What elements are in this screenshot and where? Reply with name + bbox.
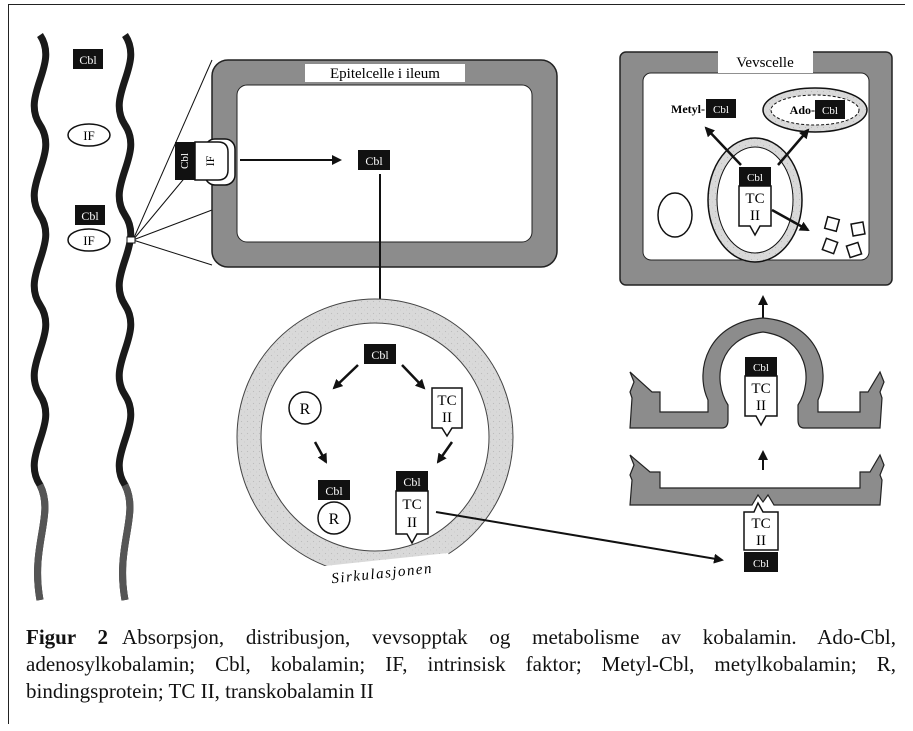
caption-text: Absorpsjon, distribusjon, vevsopptak og … xyxy=(26,625,896,703)
metyl-cbl: Metyl- Cbl xyxy=(671,99,736,118)
svg-text:Cbl: Cbl xyxy=(753,362,769,374)
svg-text:R: R xyxy=(329,511,340,528)
lumen-if: IF xyxy=(68,124,110,146)
cbl-r-complex: Cbl R xyxy=(318,480,350,534)
wall-site-marker xyxy=(127,237,135,243)
svg-text:TC: TC xyxy=(745,191,764,207)
circulation-cbl: Cbl xyxy=(364,344,396,364)
svg-text:II: II xyxy=(442,410,452,426)
svg-text:Cbl: Cbl xyxy=(79,53,97,67)
svg-text:Cbl: Cbl xyxy=(371,348,389,362)
intestinal-wall-right-tail xyxy=(123,485,130,600)
svg-text:IF: IF xyxy=(203,155,217,166)
svg-text:TC: TC xyxy=(437,393,456,409)
lumen-cbl-if-complex: Cbl IF xyxy=(68,205,110,251)
cell-cbl: Cbl xyxy=(358,150,390,170)
svg-text:Cbl: Cbl xyxy=(747,172,763,184)
incoming-tc-ii-complex: TC II Cbl xyxy=(744,503,778,572)
svg-text:Ado-: Ado- xyxy=(790,103,815,117)
svg-text:TC: TC xyxy=(402,497,421,513)
figure-number: Figur 2 xyxy=(26,625,108,649)
cell-membrane-lower xyxy=(630,455,884,505)
lumen-cbl: Cbl xyxy=(73,49,103,69)
svg-text:IF: IF xyxy=(83,233,95,248)
svg-text:Metyl-: Metyl- xyxy=(671,102,705,116)
svg-text:IF: IF xyxy=(83,128,95,143)
ado-cbl: Ado- Cbl xyxy=(790,100,845,119)
arrow-to-tissue xyxy=(436,512,722,560)
svg-text:II: II xyxy=(407,515,417,531)
r-protein: R xyxy=(289,392,321,424)
svg-text:II: II xyxy=(756,533,766,549)
mitochondrion: Ado- Cbl xyxy=(763,88,867,132)
svg-text:Cbl: Cbl xyxy=(713,104,729,116)
svg-text:II: II xyxy=(756,398,766,414)
svg-text:Cbl: Cbl xyxy=(365,154,383,168)
svg-text:Cbl: Cbl xyxy=(81,209,99,223)
svg-text:Cbl: Cbl xyxy=(753,558,769,570)
circulation xyxy=(237,299,513,575)
svg-text:Cbl: Cbl xyxy=(403,475,421,489)
svg-text:Cbl: Cbl xyxy=(325,484,343,498)
svg-text:TC: TC xyxy=(751,381,770,397)
epithelial-cell-label: Epitelcelle i ileum xyxy=(330,66,440,82)
endosome: Cbl TC II xyxy=(708,138,802,262)
cell-membrane-upper: Cbl TC II xyxy=(630,318,884,428)
svg-text:II: II xyxy=(750,208,760,224)
intestinal-wall-left-tail xyxy=(38,485,45,600)
intestinal-wall xyxy=(34,35,131,600)
membrane-receptor-complex: Cbl IF xyxy=(175,139,235,185)
cobalamin-diagram: Cbl IF Cbl IF Epitelcelle i ileum Cbl IF… xyxy=(0,0,913,620)
svg-text:Cbl: Cbl xyxy=(822,105,838,117)
tissue-cell-label: Vevscelle xyxy=(736,55,794,71)
cbl-tc-ii-complex: Cbl TC II xyxy=(396,471,428,543)
svg-text:R: R xyxy=(300,401,311,418)
svg-text:TC: TC xyxy=(751,516,770,532)
vesicle xyxy=(658,193,692,237)
svg-text:Cbl: Cbl xyxy=(179,153,191,169)
